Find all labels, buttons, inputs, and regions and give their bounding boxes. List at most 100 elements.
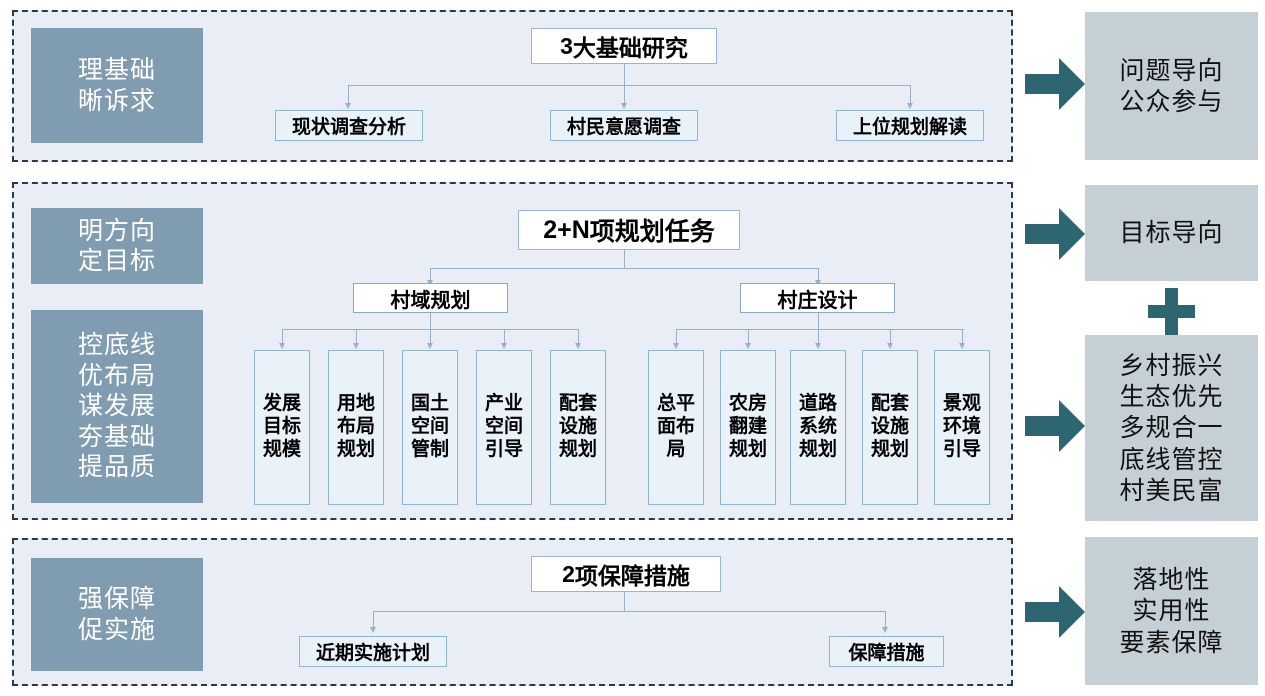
connector-vertical: [624, 64, 625, 85]
leaf-node-b2-2[interactable]: 农房 翻建 规划: [720, 350, 776, 505]
outcome-line: 底线管控: [1119, 444, 1224, 474]
node-label: 村庄设计: [777, 289, 858, 312]
leaf-line: 设施: [870, 416, 909, 438]
outcome-line: 实用性: [1132, 596, 1211, 626]
connector-vertical: [624, 250, 625, 268]
slate-line: 提品质: [77, 452, 156, 482]
leaf-node-b1-5[interactable]: 配套 设施 规划: [550, 350, 606, 505]
node-label: 近期实施计划: [315, 643, 430, 664]
flow-arrow-icon: [1025, 58, 1085, 110]
slate-line: 优布局: [77, 360, 156, 390]
slate-line: 强保障: [77, 584, 156, 613]
leaf-line: 设施: [558, 416, 597, 438]
leaf-line: 引导: [484, 438, 523, 460]
child-node-foundation-2[interactable]: 村民意愿调查: [550, 110, 698, 141]
child-node-guarantee-2[interactable]: 保障措施: [829, 636, 944, 667]
branch-node-village-area[interactable]: 村域规划: [353, 283, 508, 313]
slate-line: 定目标: [77, 246, 156, 275]
leaf-node-b2-4[interactable]: 配套 设施 规划: [862, 350, 918, 505]
slate-label-tasks-top: 明方向 定目标: [31, 208, 203, 284]
connector-vertical: [748, 329, 749, 344]
connector-arrowhead: [886, 343, 893, 349]
outcome-line: 村美民富: [1119, 475, 1224, 505]
leaf-line: 规模: [262, 438, 301, 460]
leaf-node-b1-4[interactable]: 产业 空间 引导: [476, 350, 532, 505]
connector-arrowhead: [906, 103, 913, 109]
connector-vertical: [430, 313, 431, 329]
child-node-foundation-1[interactable]: 现状调查分析: [275, 110, 423, 141]
connector-vertical: [430, 329, 431, 344]
leaf-line: 管制: [410, 438, 449, 460]
outcome-panel-foundation: 问题导向 公众参与: [1085, 12, 1258, 160]
connector-vertical: [818, 313, 819, 329]
connector-vertical: [910, 85, 911, 104]
outcome-panel-target: 目标导向: [1085, 185, 1258, 281]
leaf-line: 产业: [484, 393, 523, 415]
child-node-guarantee-1[interactable]: 近期实施计划: [299, 636, 447, 667]
connector-horizontal: [676, 329, 964, 330]
outcome-panel-guarantee: 落地性 实用性 要素保障: [1085, 537, 1258, 685]
leaf-node-b2-1[interactable]: 总平 面布 局: [648, 350, 704, 505]
head-num: 2+N: [543, 215, 590, 244]
branch-node-village-design[interactable]: 村庄设计: [740, 283, 895, 313]
leaf-line: 引导: [942, 438, 981, 460]
connector-vertical: [348, 85, 349, 104]
flow-arrow-icon: [1025, 586, 1085, 638]
slate-line: 促实施: [77, 614, 156, 644]
leaf-line: 空间: [410, 416, 449, 438]
child-node-foundation-3[interactable]: 上位规划解读: [836, 110, 984, 141]
outcome-line: 落地性: [1132, 565, 1211, 595]
connector-horizontal: [430, 268, 818, 269]
connector-arrowhead: [500, 343, 507, 349]
leaf-line: 国土: [410, 393, 449, 415]
slate-line: 控底线: [77, 330, 156, 360]
slate-line: 夯基础: [77, 421, 156, 451]
connector-arrowhead: [278, 343, 285, 349]
leaf-line: 规划: [798, 438, 837, 460]
node-label: 现状调查分析: [291, 117, 406, 138]
leaf-line: 发展: [262, 393, 301, 415]
outcome-line: 目标导向: [1119, 218, 1224, 248]
connector-arrowhead: [369, 627, 376, 633]
leaf-node-b1-2[interactable]: 用地 布局 规划: [328, 350, 384, 505]
leaf-line: 道路: [798, 393, 837, 415]
connector-arrowhead: [352, 343, 359, 349]
leaf-line: 规划: [870, 438, 909, 460]
outcome-panel-vision: 乡村振兴 生态优先 多规合一 底线管控 村美民富: [1085, 335, 1258, 521]
slate-line: 明方向: [77, 215, 156, 245]
outcome-line: 公众参与: [1119, 87, 1224, 116]
leaf-line: 规划: [558, 438, 597, 460]
connector-arrowhead: [344, 103, 351, 109]
node-label: 上位规划解读: [852, 117, 967, 138]
connector-vertical: [818, 329, 819, 344]
leaf-node-b1-3[interactable]: 国土 空间 管制: [402, 350, 458, 505]
leaf-line: 总平: [656, 393, 695, 415]
leaf-node-b2-5[interactable]: 景观 环境 引导: [934, 350, 990, 505]
leaf-line: 布局: [336, 416, 375, 438]
leaf-line: 局: [666, 438, 686, 460]
node-label: 村民意愿调查: [566, 117, 681, 138]
flow-arrow-icon: [1025, 400, 1085, 452]
connector-arrowhead: [958, 343, 965, 349]
connector-vertical: [676, 329, 677, 344]
connector-arrowhead: [672, 343, 679, 349]
leaf-line: 系统: [798, 416, 837, 438]
leaf-line: 景观: [942, 393, 981, 415]
plus-icon: [1148, 288, 1195, 335]
head-num: 3: [560, 32, 573, 59]
leaf-node-b2-3[interactable]: 道路 系统 规划: [790, 350, 846, 505]
connector-arrowhead: [426, 343, 433, 349]
leaf-line: 目标: [262, 416, 301, 438]
leaf-line: 农房: [728, 393, 767, 415]
connector-vertical: [624, 592, 625, 611]
connector-vertical: [373, 611, 374, 628]
outcome-line: 生态优先: [1119, 382, 1224, 412]
slate-label-guarantee: 强保障 促实施: [31, 558, 203, 671]
leaf-line: 环境: [942, 416, 981, 438]
leaf-node-b1-1[interactable]: 发展 目标 规模: [254, 350, 310, 505]
slate-label-foundation: 理基础 晰诉求: [31, 28, 203, 143]
connector-vertical: [430, 268, 431, 281]
